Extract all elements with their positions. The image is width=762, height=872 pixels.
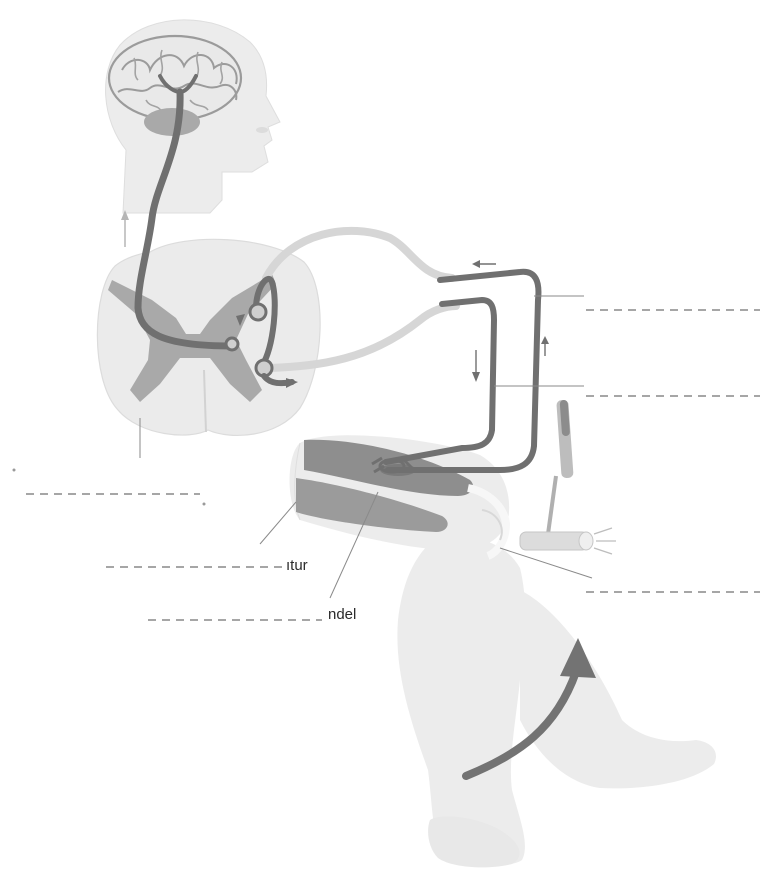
speck-mark — [203, 503, 206, 506]
spinal-cord-cross-section — [97, 239, 320, 435]
muscle-label-fragment: ıtur — [286, 558, 308, 574]
spindle-label-fragment: ndel — [328, 607, 356, 623]
ascending-arrow-icon — [121, 210, 129, 247]
speck-mark — [13, 469, 16, 472]
